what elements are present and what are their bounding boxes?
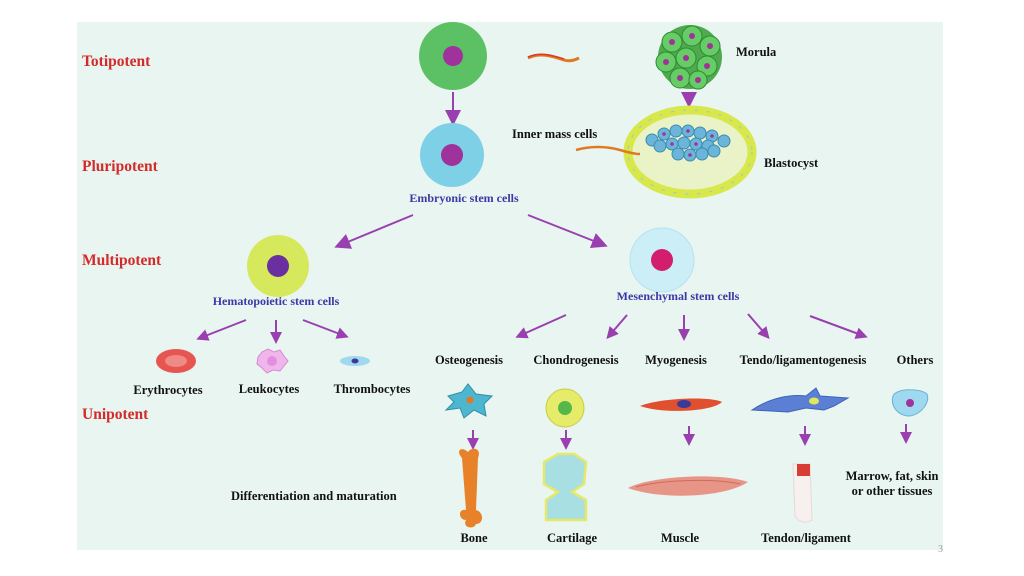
arrow-hsc-to-erythrocytes — [196, 319, 247, 341]
arrow-esc-to-hsc — [334, 214, 414, 249]
bone-tissue-icon — [459, 448, 482, 528]
erythrocyte-cell — [156, 349, 196, 373]
cartilage-label: Cartilage — [547, 531, 597, 545]
myoblast-cell — [640, 398, 722, 411]
hematopoietic-stem-cell — [247, 235, 309, 297]
other-progenitor-cell — [891, 389, 929, 417]
tenocyte-cell — [750, 387, 850, 413]
morula-cell-cluster — [655, 25, 722, 90]
other-tissues-label: Marrow, fat, skin or other tissues — [845, 469, 939, 498]
hematopoietic-stem-cells-label: Hematopoietic stem cells — [212, 294, 340, 308]
mesenchymal-stem-cell — [629, 227, 695, 293]
erythrocytes-label: Erythrocytes — [133, 383, 203, 397]
thrombocytes-label: Thrombocytes — [333, 382, 411, 396]
osteogenesis-label: Osteogenesis — [434, 353, 504, 367]
muscle-label: Muscle — [660, 531, 700, 545]
arrow-msc-to-chondrogenesis — [606, 314, 628, 340]
arrow-esc-to-msc — [527, 214, 608, 249]
others-label: Others — [896, 353, 934, 367]
blastocyst-cell — [623, 105, 757, 199]
muscle-tissue-icon — [628, 476, 748, 496]
level-multipotent-label: Multipotent — [82, 252, 162, 269]
embryonic-stem-cell — [420, 123, 484, 187]
inner-mass-label: Inner mass cells — [512, 127, 598, 141]
chondrocyte-cell — [545, 388, 585, 428]
mesenchymal-stem-cells-label: Mesenchymal stem cells — [616, 289, 740, 303]
thrombocyte-cell — [340, 356, 370, 366]
arrow-msc-to-tendo — [747, 313, 770, 340]
cartilage-tissue-icon — [542, 452, 588, 522]
sperm-pointer-icon — [575, 145, 641, 156]
arrow-msc-to-osteogenesis — [515, 314, 567, 339]
bone-label: Bone — [460, 531, 488, 545]
diagram-panel — [77, 22, 943, 550]
myogenesis-label: Myogenesis — [645, 353, 707, 367]
blastocyst-label: Blastocyst — [764, 156, 819, 170]
level-unipotent-label: Unipotent — [82, 406, 149, 423]
embryonic-stem-cells-label: Embryonic stem cells — [409, 191, 519, 205]
chondrogenesis-label: Chondrogenesis — [533, 353, 619, 367]
tendo-ligamentogenesis-label: Tendo/ligamentogenesis — [739, 353, 867, 367]
leukocyte-cell — [256, 348, 289, 374]
tendon-ligament-label: Tendon/ligament — [761, 531, 851, 545]
osteoblast-cell — [444, 383, 494, 419]
arrow-msc-to-others — [809, 315, 868, 339]
morula-label: Morula — [736, 45, 777, 59]
leukocytes-label: Leukocytes — [238, 382, 300, 396]
zygote-cell — [419, 22, 487, 90]
differentiation-label: Differentiation and maturation — [231, 489, 397, 503]
page-number: 3 — [938, 544, 943, 555]
arrow-hsc-to-thrombocytes — [302, 319, 349, 339]
tendon-tissue-icon — [792, 463, 813, 523]
level-totipotent-label: Totipotent — [82, 53, 151, 70]
level-pluripotent-label: Pluripotent — [82, 158, 158, 175]
